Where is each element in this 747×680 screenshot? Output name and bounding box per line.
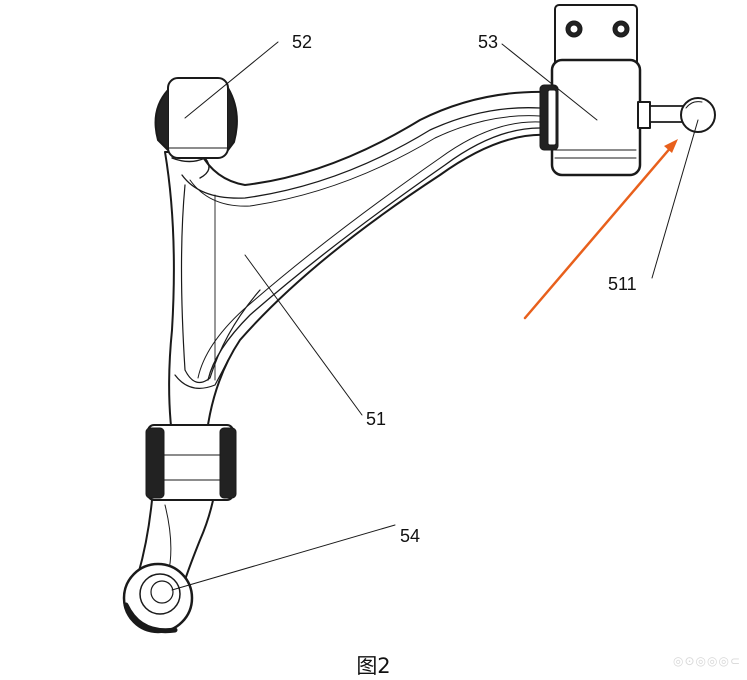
label-53: 53	[478, 32, 498, 52]
leader-line-511	[651, 119, 699, 279]
figure-caption: 图2	[356, 654, 391, 678]
control-arm-drawing	[122, 4, 716, 634]
mid-bushing-right-face	[219, 427, 237, 499]
label-54: 54	[400, 526, 420, 546]
leader-line-53	[501, 43, 598, 121]
arm-junction-fillet	[174, 359, 229, 389]
label-511: 511	[608, 274, 637, 294]
arm-inner-edge-curve-2	[197, 121, 541, 379]
arm-inner-recess	[180, 184, 261, 384]
leader-line-54	[171, 524, 396, 591]
mid-bushing-left-face	[145, 427, 165, 499]
ball-stud	[637, 97, 716, 133]
rear-bushing	[539, 4, 642, 177]
arm-inner-rib-outer	[181, 107, 541, 199]
watermark: ◎⊙◎◎◎⊂	[673, 654, 741, 668]
arm-body	[164, 90, 549, 456]
leader-line-51	[244, 254, 363, 416]
knuckle-ball-joint	[122, 562, 194, 634]
orange-arrow	[523, 139, 678, 320]
front-bushing	[154, 77, 238, 179]
label-52: 52	[292, 32, 312, 52]
label-51: 51	[366, 409, 386, 429]
leader-line-52	[184, 41, 279, 119]
arm-inner-edge-curve	[207, 127, 541, 381]
arm-inner-rib-mid	[189, 115, 541, 207]
